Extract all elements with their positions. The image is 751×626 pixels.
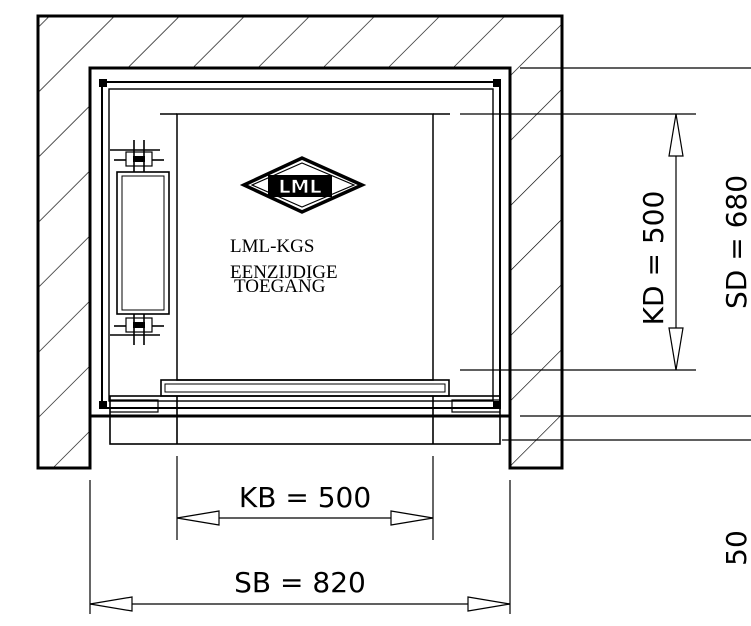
guide-rail-bottom: [110, 314, 164, 345]
product-line-1: LML-KGS: [230, 236, 314, 257]
lml-logo: LML: [239, 156, 367, 214]
car-frame: [99, 79, 501, 409]
dimension-kd: KD = 500: [637, 113, 684, 371]
door-sill: [109, 379, 501, 445]
kd-label: KD = 500: [637, 191, 670, 326]
dimension-sb: SB = 820: [89, 566, 511, 612]
guide-rail-top: [110, 140, 164, 172]
sb-label: SB = 820: [234, 566, 366, 599]
counterweight: [110, 140, 170, 345]
pit-label: 50: [720, 530, 751, 566]
product-line-3-visible: TOEGANG: [234, 276, 326, 297]
shaft-inner-outline: [88, 66, 512, 468]
product-label: LML-KGS EENZIJDIGE TOEGANG TOEGANG: [230, 236, 338, 297]
dimension-kb: KB = 500: [176, 481, 434, 526]
sd-label: SD = 680: [720, 175, 751, 309]
product-line-2: EENZIJDIGE: [230, 262, 338, 283]
extension-lines-bottom: [89, 456, 511, 614]
kb-label: KB = 500: [239, 481, 371, 514]
logo-text: LML: [278, 176, 321, 198]
dimension-sd: SD = 680: [720, 175, 751, 309]
extension-lines-right: [460, 67, 751, 441]
dimension-pit: 50: [720, 530, 751, 566]
